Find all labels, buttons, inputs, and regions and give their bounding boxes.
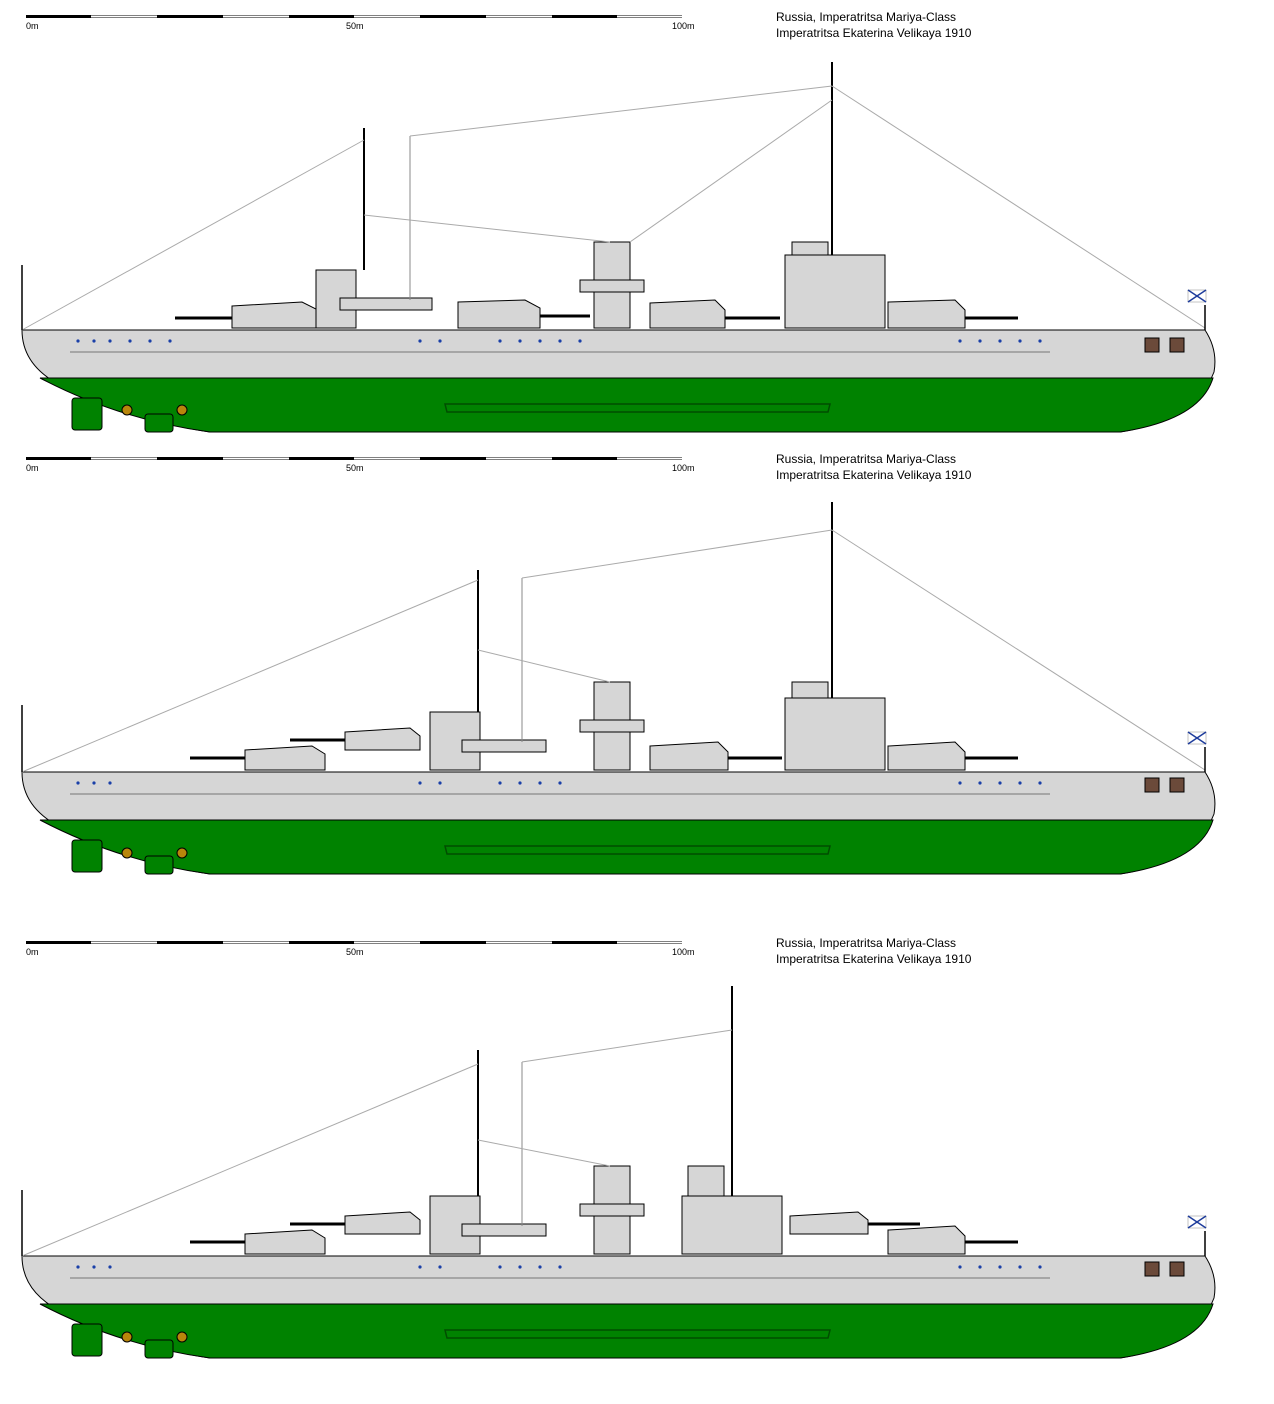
portholes bbox=[76, 781, 1042, 785]
ensign-flag bbox=[1187, 1215, 1207, 1229]
ship-profile-panel-1: 0m 50m 100m Russia, Imperatritsa Mariya-… bbox=[0, 0, 1274, 450]
masts-rigging bbox=[21, 502, 1206, 773]
scale-label-0m: 0m bbox=[26, 21, 39, 31]
turrets bbox=[190, 727, 1018, 771]
scale-bar bbox=[26, 941, 683, 944]
scale-label-0m: 0m bbox=[26, 947, 39, 957]
ensign-flag bbox=[1187, 289, 1207, 303]
scale-label-100m: 100m bbox=[672, 463, 695, 473]
propellers bbox=[71, 397, 188, 433]
hull bbox=[21, 1255, 1216, 1359]
portholes bbox=[76, 1265, 1042, 1269]
anchors bbox=[1144, 1261, 1185, 1277]
ensign-flag bbox=[1187, 731, 1207, 745]
hull bbox=[21, 771, 1216, 875]
title-line-2: Imperatritsa Ekaterina Velikaya 1910 bbox=[776, 468, 972, 482]
scale-label-0m: 0m bbox=[26, 463, 39, 473]
propellers bbox=[71, 1323, 188, 1359]
title-line-1: Russia, Imperatritsa Mariya-Class bbox=[776, 936, 957, 950]
anchors bbox=[1144, 777, 1185, 793]
scale-label-50m: 50m bbox=[346, 947, 364, 957]
scale-label-50m: 50m bbox=[346, 463, 364, 473]
scale-bar bbox=[26, 15, 683, 18]
anchors bbox=[1144, 337, 1185, 353]
superstructure bbox=[429, 1195, 783, 1255]
scale-label-100m: 100m bbox=[672, 21, 695, 31]
ship-profile-drawing-2 bbox=[21, 457, 1216, 875]
ship-profile-panel-3: 0m 50m 100m Russia, Imperatritsa Mariya-… bbox=[0, 930, 1274, 1370]
masts-rigging bbox=[21, 62, 1206, 331]
scale-label-50m: 50m bbox=[346, 21, 364, 31]
scale-bar bbox=[26, 457, 683, 460]
ship-profile-drawing-3 bbox=[21, 941, 1216, 1359]
superstructure bbox=[315, 254, 886, 329]
scale-label-100m: 100m bbox=[672, 947, 695, 957]
title-line-2: Imperatritsa Ekaterina Velikaya 1910 bbox=[776, 952, 972, 966]
ship-profile-panel-2: 0m 50m 100m Russia, Imperatritsa Mariya-… bbox=[0, 450, 1274, 900]
hull bbox=[21, 329, 1216, 433]
turrets bbox=[190, 1211, 1018, 1255]
ship-profile-drawing-1 bbox=[21, 15, 1216, 433]
title-line-1: Russia, Imperatritsa Mariya-Class bbox=[776, 452, 957, 466]
superstructure bbox=[429, 697, 886, 771]
portholes bbox=[76, 339, 1042, 343]
propellers bbox=[71, 839, 188, 875]
title-line-2: Imperatritsa Ekaterina Velikaya 1910 bbox=[776, 26, 972, 40]
masts-rigging bbox=[21, 986, 1206, 1257]
turrets bbox=[175, 299, 1018, 329]
title-line-1: Russia, Imperatritsa Mariya-Class bbox=[776, 10, 957, 24]
